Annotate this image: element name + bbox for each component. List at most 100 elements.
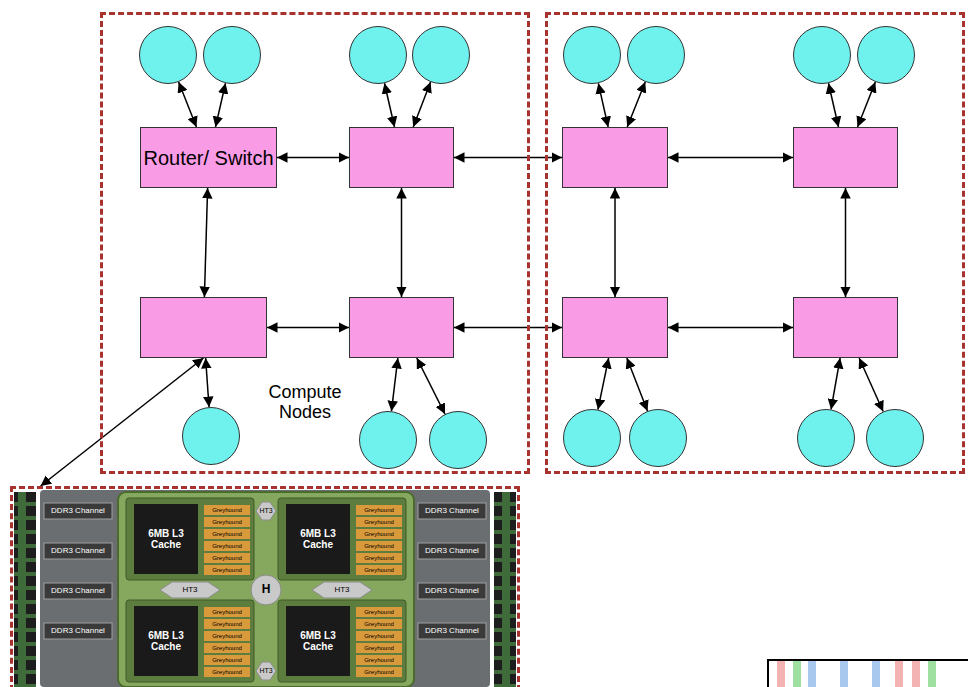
cache-label: 6MB L3 Cache — [288, 506, 348, 572]
compute-node — [797, 409, 855, 467]
compute-node — [139, 26, 197, 84]
ht-link — [312, 582, 372, 598]
router-box — [562, 297, 668, 358]
link-arrow — [267, 327, 349, 329]
link-arrow — [391, 358, 397, 411]
compute-node — [203, 26, 261, 84]
core-bars — [204, 607, 250, 677]
core-label: Greyhound — [356, 667, 402, 677]
router-box — [793, 297, 898, 358]
link-arrow — [598, 358, 609, 410]
processor-package — [118, 492, 414, 687]
compute-node — [429, 411, 487, 469]
compute-node — [866, 409, 924, 467]
core-label: Greyhound — [204, 517, 250, 527]
router-box — [349, 127, 454, 188]
compute-node — [563, 26, 621, 84]
core-label: Greyhound — [356, 631, 402, 641]
cache-block — [134, 504, 198, 574]
link-arrow — [614, 188, 616, 297]
core-label: Greyhound — [204, 655, 250, 665]
memory-strip — [768, 660, 968, 687]
link-arrow — [828, 83, 838, 127]
link-arrow — [401, 188, 403, 297]
core-bars — [204, 505, 250, 575]
link-arrow — [41, 358, 204, 486]
router-box — [562, 127, 668, 188]
core-label: Greyhound — [204, 505, 250, 515]
compute-node — [629, 409, 687, 467]
channel-label: DDR3 Channel — [419, 624, 485, 638]
stripe — [928, 661, 936, 687]
link-arrow — [417, 358, 445, 414]
stripe — [808, 661, 816, 687]
link-arrow — [858, 82, 876, 127]
compute-node — [857, 26, 915, 84]
channel-label: DDR3 Channel — [419, 544, 485, 558]
link-arrow — [204, 188, 207, 297]
link-label: HT3 — [326, 584, 358, 596]
cache-block — [134, 606, 198, 676]
router-box — [349, 297, 454, 358]
die — [126, 498, 254, 580]
network-group — [545, 12, 965, 474]
core-label: Greyhound — [356, 619, 402, 629]
dimm-chips — [494, 492, 516, 687]
stripe — [793, 661, 801, 687]
core-label: Greyhound — [356, 505, 402, 515]
core-label: Greyhound — [356, 517, 402, 527]
core-label: Greyhound — [204, 643, 250, 653]
link-arrow — [668, 157, 793, 159]
link-arrow — [831, 358, 840, 409]
core-label: Greyhound — [356, 541, 402, 551]
link-arrow — [627, 358, 648, 411]
core-label: Greyhound — [204, 553, 250, 563]
link-arrow — [413, 82, 430, 127]
cache-block — [286, 504, 350, 574]
router-label: Router/ Switch — [143, 146, 273, 170]
cache-label: 6MB L3 Cache — [288, 608, 348, 674]
core-label: Greyhound — [356, 643, 402, 653]
cache-label: 6MB L3 Cache — [136, 506, 196, 572]
router-box — [793, 127, 898, 188]
channel-label: DDR3 Channel — [419, 584, 485, 598]
link-arrow — [384, 83, 394, 127]
core-label: Greyhound — [204, 619, 250, 629]
channel-tag — [418, 543, 486, 559]
core-label: Greyhound — [204, 667, 250, 677]
channel-label: DDR3 Channel — [45, 544, 111, 558]
link-arrow — [845, 188, 847, 297]
compute-node — [412, 26, 470, 84]
core-label: Greyhound — [204, 541, 250, 551]
compute-node — [349, 26, 407, 84]
channel-tag — [418, 623, 486, 639]
callout-label: Compute Nodes — [255, 380, 355, 426]
core-label: Greyhound — [356, 607, 402, 617]
link-arrow — [215, 83, 225, 127]
link-label: HT3 — [174, 584, 206, 596]
core-label: Greyhound — [204, 565, 250, 575]
channel-tag — [418, 583, 486, 599]
stripe — [840, 661, 848, 687]
ht-link — [160, 582, 220, 598]
link-arrow — [179, 82, 197, 127]
channel-label: DDR3 Channel — [45, 584, 111, 598]
link-arrow — [277, 157, 349, 159]
core-label: Greyhound — [204, 607, 250, 617]
cache-block — [286, 606, 350, 676]
cache-label: 6MB L3 Cache — [136, 608, 196, 674]
core-label: Greyhound — [356, 553, 402, 563]
link-label: HT3 — [252, 665, 280, 677]
core-label: Greyhound — [356, 655, 402, 665]
router-box: Router/ Switch — [140, 127, 277, 188]
dimm-stick — [14, 492, 36, 687]
hub — [251, 575, 281, 605]
dimm-chips — [14, 492, 36, 687]
compute-node — [793, 26, 851, 84]
stripe — [895, 661, 903, 687]
core-bars — [356, 607, 402, 677]
link-arrow — [668, 327, 793, 329]
channel-tag — [44, 623, 112, 639]
die — [278, 600, 406, 682]
